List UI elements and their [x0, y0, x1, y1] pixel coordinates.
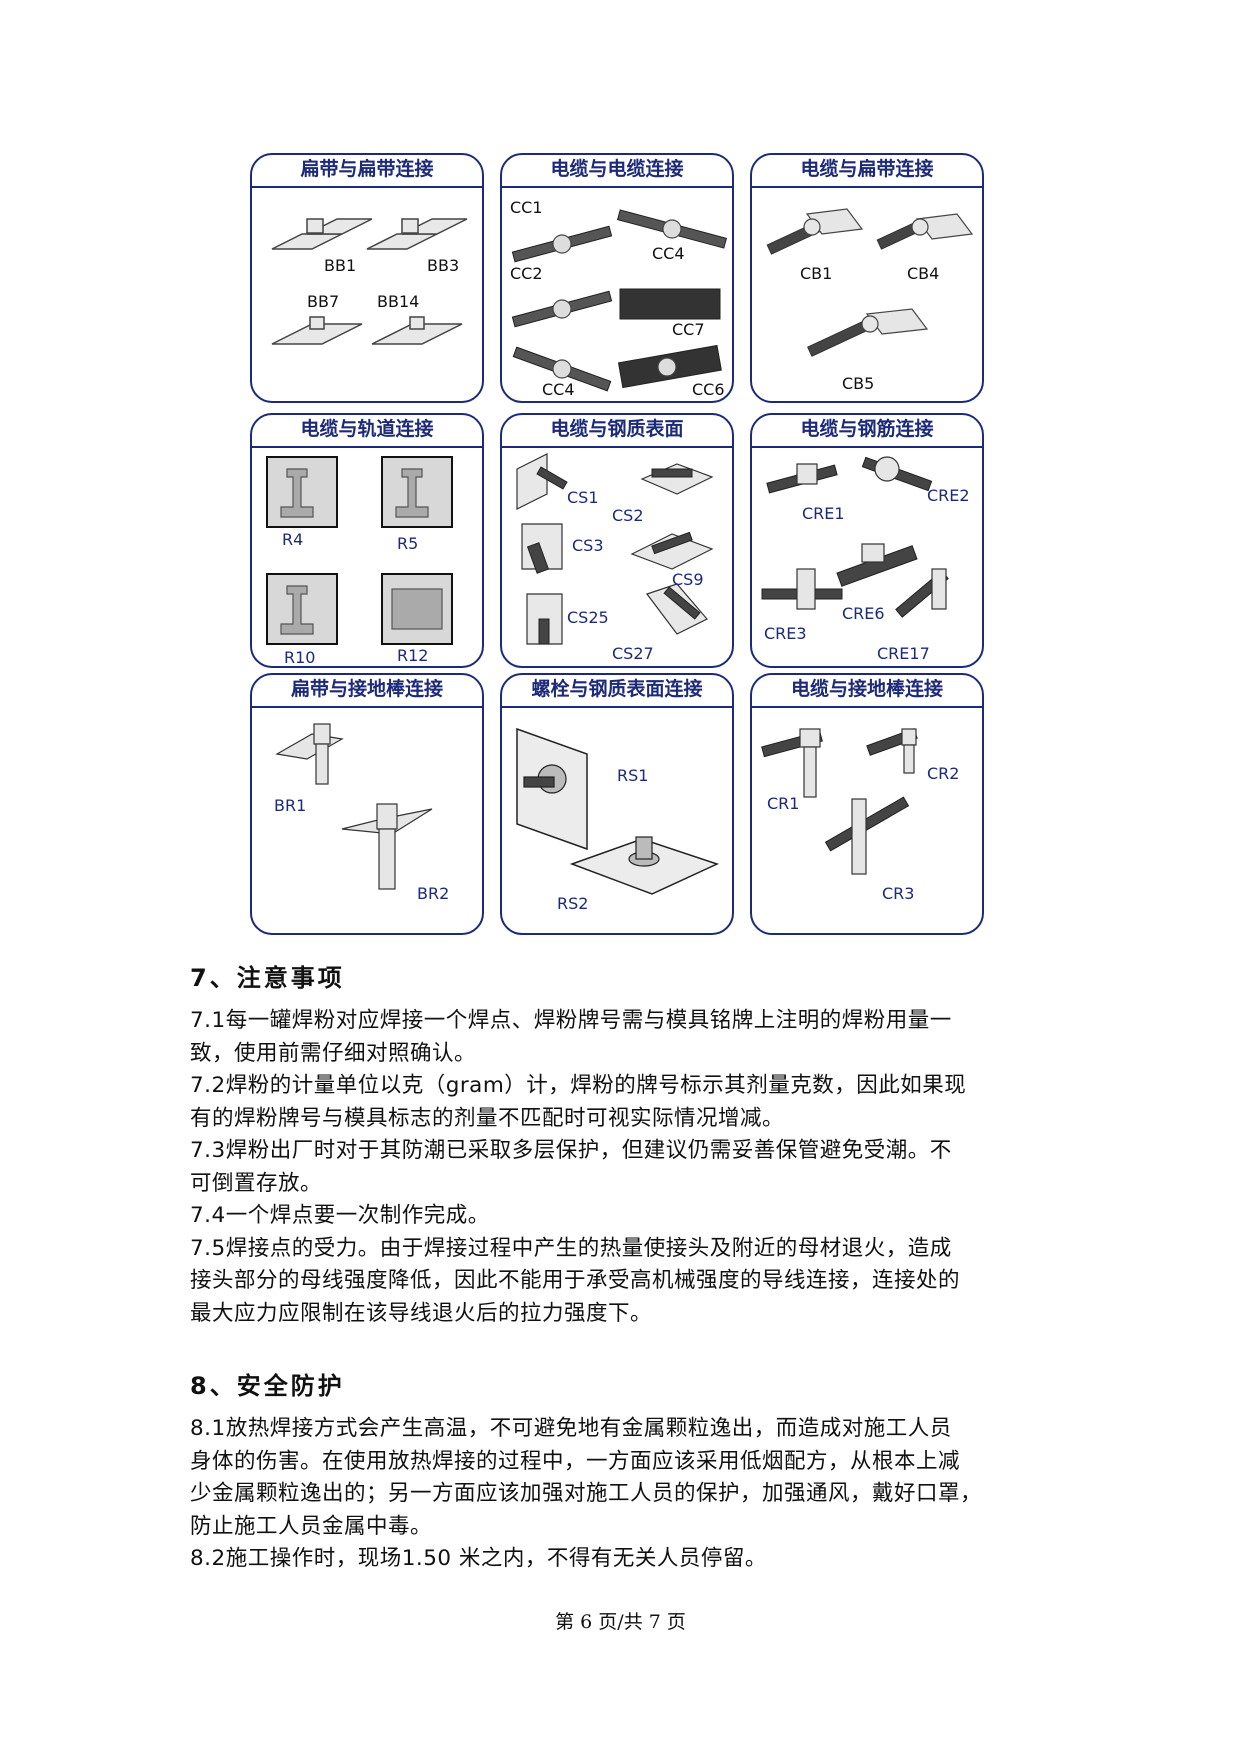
label-r4: R4 [282, 530, 303, 549]
label-bb3: BB3 [427, 256, 459, 275]
panel-cable-to-ground-rod: 电缆与接地棒连接 CR2 CR1 CR3 [750, 673, 984, 935]
page-footer: 第 6 页/共 7 页 [555, 1611, 686, 1633]
label-cre3: CRE3 [764, 624, 807, 643]
connection-types-figure: 扁带与扁带连接 BB1 BB3 BB7 BB14 电缆与电缆连接 [250, 153, 995, 935]
label-r5: R5 [397, 534, 418, 553]
label-cc7: CC7 [672, 320, 705, 339]
label-cc4-bottom: CC4 [542, 380, 575, 399]
label-bb14: BB14 [377, 292, 419, 311]
panel-cable-to-rebar: 电缆与钢筋连接 CRE2 CRE1 CRE6 CRE3 CRE17 [750, 413, 984, 668]
text-line: 可倒置存放。 [190, 1170, 323, 1196]
text-line: 7.3焊粉出厂时对于其防潮已采取多层保护，但建议仍需妥善保管避免受潮。不 [190, 1138, 952, 1163]
label-cr2: CR2 [927, 764, 959, 783]
label-cs1: CS1 [567, 488, 599, 507]
panel-title: 电缆与接地棒连接 [790, 678, 943, 700]
text-line: 8.1放热焊接方式会产生高温，不可避免地有金属颗粒逸出，而造成对施工人员 [190, 1416, 952, 1441]
cable-to-steel-illustration: CS1 CS2 CS3 CS9 CS25 CS27 [516, 453, 714, 663]
text-line: 少金属颗粒逸出的；另一方面应该加强对施工人员的保护，加强通风，戴好口罩， [190, 1481, 983, 1506]
panel-title: 电缆与电缆连接 [550, 158, 684, 180]
label-cc2: CC2 [510, 264, 543, 283]
text-line: 7.1每一罐焊粉对应焊接一个焊点、焊粉牌号需与模具铭牌上注明的焊粉用量一 [190, 1008, 952, 1033]
section-7-heading: 7、注意事项 [190, 964, 345, 992]
label-br2: BR2 [417, 884, 449, 903]
label-cr3: CR3 [882, 884, 914, 903]
panel-title: 扁带与接地棒连接 [290, 678, 443, 700]
panel-title: 电缆与钢质表面 [550, 418, 684, 440]
label-br1: BR1 [274, 796, 306, 815]
panel-cable-to-strip: 电缆与扁带连接 CB1 CB4 CB5 [750, 153, 984, 403]
label-cs25: CS25 [567, 608, 609, 627]
panel-cable-to-rail: 电缆与轨道连接 R4 R5 R10 R12 [250, 413, 484, 668]
label-cr1: CR1 [767, 794, 799, 813]
label-cb4: CB4 [907, 264, 939, 283]
panel-strip-to-ground-rod: 扁带与接地棒连接 BR1 BR2 [250, 673, 484, 935]
label-bb1: BB1 [324, 256, 356, 275]
text-line: 致，使用前需仔细对照确认。 [190, 1040, 477, 1066]
text-line: 7.2焊粉的计量单位以克（gram）计，焊粉的牌号标示其剂量克数，因此如果现 [190, 1073, 967, 1098]
label-cc1: CC1 [510, 198, 543, 217]
strip-to-strip-illustration: BB1 BB3 BB7 BB14 [271, 218, 468, 345]
panel-title: 螺栓与钢质表面连接 [531, 678, 703, 700]
label-cre2: CRE2 [927, 486, 970, 505]
panel-title: 扁带与扁带连接 [300, 158, 434, 180]
label-bb7: BB7 [307, 292, 339, 311]
panel-cable-to-steel-surface: 电缆与钢质表面 CS1 CS2 CS3 CS9 [500, 413, 734, 668]
label-cre6: CRE6 [842, 604, 885, 623]
cable-to-cable-illustration: CC1 CC4 CC2 CC7 CC4 CC6 [510, 198, 728, 399]
text-line: 7.4一个焊点要一次制作完成。 [190, 1203, 490, 1228]
label-r12: R12 [397, 646, 428, 665]
text-line: 防止施工人员金属中毒。 [190, 1513, 433, 1539]
label-cre1: CRE1 [802, 504, 845, 523]
panel-strip-to-strip: 扁带与扁带连接 BB1 BB3 BB7 BB14 [250, 153, 484, 403]
panel-title: 电缆与扁带连接 [800, 158, 934, 180]
panel-title: 电缆与轨道连接 [300, 418, 434, 440]
cable-to-rebar-illustration: CRE2 CRE1 CRE6 CRE3 CRE17 [761, 456, 970, 663]
text-line: 7.5焊接点的受力。由于焊接过程中产生的热量使接头及附近的母材退火，造成 [190, 1235, 952, 1261]
label-cc6: CC6 [692, 380, 725, 399]
section-8-heading: 8、安全防护 [190, 1372, 345, 1400]
label-rs2: RS2 [557, 894, 588, 913]
panel-title: 电缆与钢筋连接 [800, 418, 934, 440]
label-cb5: CB5 [842, 374, 874, 393]
label-r10: R10 [284, 648, 315, 667]
panel-cable-to-cable: 电缆与电缆连接 CC1 CC4 CC2 CC7 CC4 CC6 [500, 153, 734, 403]
label-cre17: CRE17 [877, 644, 930, 663]
text-line: 身体的伤害。在使用放热焊接的过程中，一方面应该采用低烟配方，从根本上减 [190, 1448, 961, 1474]
label-cs2: CS2 [612, 506, 644, 525]
panel-bolt-to-steel-surface: 螺栓与钢质表面连接 RS1 RS2 [500, 673, 734, 935]
bolt-to-steel-illustration: RS1 RS2 [516, 727, 720, 913]
strip-to-ground-rod-illustration: BR1 BR2 [274, 723, 449, 903]
cable-to-rail-illustration: R4 R5 R10 R12 [266, 456, 453, 667]
label-cs3: CS3 [572, 536, 604, 555]
label-cs27: CS27 [612, 644, 654, 663]
text-line: 最大应力应限制在该导线退火后的拉力强度下。 [190, 1300, 653, 1326]
label-cc4-top: CC4 [652, 244, 685, 263]
label-cs9: CS9 [672, 570, 704, 589]
label-rs1: RS1 [617, 766, 648, 785]
label-cb1: CB1 [800, 264, 832, 283]
text-line: 接头部分的母线强度降低，因此不能用于承受高机械强度的导线连接，连接处的 [190, 1268, 961, 1293]
cable-to-strip-illustration: CB1 CB4 CB5 [766, 208, 974, 393]
text-line: 8.2施工操作时，现场1.50 米之内，不得有无关人员停留。 [190, 1546, 767, 1571]
section-7-body: 7.1每一罐焊粉对应焊接一个焊点、焊粉牌号需与模具铭牌上注明的焊粉用量一 致，使… [190, 1005, 1060, 1330]
text-line: 有的焊粉牌号与模具标志的剂量不匹配时可视实际情况增减。 [190, 1105, 785, 1131]
section-8-body: 8.1放热焊接方式会产生高温，不可避免地有金属颗粒逸出，而造成对施工人员 身体的… [190, 1413, 1060, 1576]
cable-to-ground-rod-illustration: CR2 CR1 CR3 [761, 728, 959, 903]
